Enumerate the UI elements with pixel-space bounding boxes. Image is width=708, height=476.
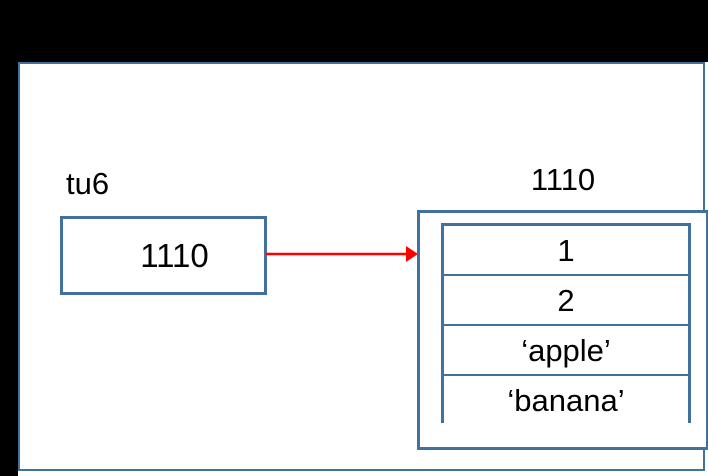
table-row: 2 [444, 276, 688, 326]
table-row: ‘banana’ [444, 376, 688, 424]
slide-frame: tu6 1110 1110 1 2 ‘apple’ [18, 62, 708, 471]
reference-arrow-icon [266, 246, 418, 262]
element-value-text: ‘banana’ [507, 382, 625, 418]
element-value-text: 1 [557, 232, 575, 268]
object-element-table: 1 2 ‘apple’ ‘banana’ [441, 223, 691, 424]
element-value-text: 2 [557, 282, 575, 318]
object-id-label: 1110 [530, 162, 596, 197]
variable-name-label: tu6 [66, 166, 110, 201]
table-row: ‘apple’ [444, 326, 688, 376]
element-value-text: ‘apple’ [521, 332, 611, 368]
variable-value-text: 1110 [140, 237, 209, 274]
variable-value-box: 1110 [60, 216, 267, 295]
table-row: 1 [444, 226, 688, 276]
letterbox-left-band [0, 62, 18, 476]
letterbox-top-band [0, 0, 708, 62]
object-box: 1 2 ‘apple’ ‘banana’ [417, 210, 708, 450]
